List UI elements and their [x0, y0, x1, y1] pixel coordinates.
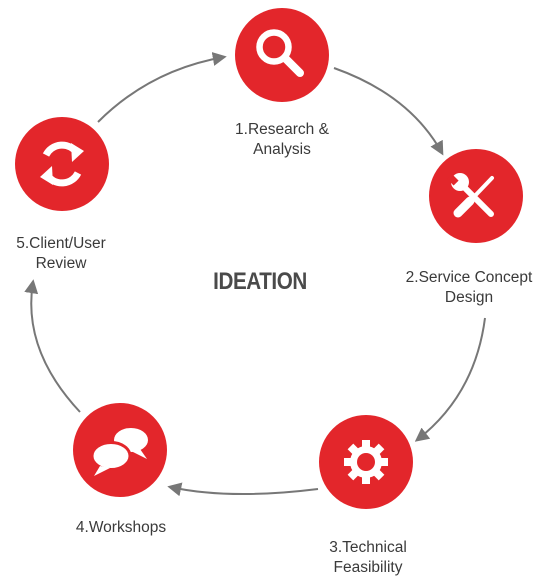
step-3-label: 3.Technical Feasibility [316, 538, 420, 578]
chat-bubbles-icon [90, 428, 148, 476]
step-4-label-line-1: 4.Workshops [75, 519, 167, 536]
step-1-label-line-1: 1.Research & [235, 121, 329, 138]
arrow-workshops-to-review [24, 279, 81, 413]
step-2-label-line-1: 2.Service Concept [405, 269, 533, 286]
arrow-feasibility-to-workshops [167, 482, 319, 497]
arrow-research-to-design [333, 67, 444, 156]
step-2-design-node [429, 149, 523, 243]
step-4-label: 4.Workshops [66, 518, 176, 538]
diagram-title: IDEATION [213, 268, 307, 295]
tools-icon [447, 173, 494, 218]
step-5-review-node [15, 117, 109, 211]
search-icon [256, 29, 304, 77]
step-2-label-line-2: Design [444, 289, 494, 306]
step-3-label-line-2: Feasibility [333, 559, 403, 576]
step-2-label: 2.Service Concept Design [396, 268, 542, 308]
step-5-label-line-1: 5.Client/User [16, 235, 106, 252]
step-1-label-line-2: Analysis [253, 141, 311, 158]
gear-icon [344, 440, 388, 484]
step-4-workshops-node [73, 403, 167, 497]
refresh-icon [40, 141, 84, 187]
step-1-research-node [235, 8, 329, 102]
arrow-design-to-feasibility [414, 317, 486, 442]
arrow-review-to-research [97, 52, 227, 123]
step-5-label-line-2: Review [35, 255, 87, 272]
step-1-label: 1.Research & Analysis [222, 120, 342, 160]
step-3-label-line-1: 3.Technical [329, 539, 407, 556]
step-5-label: 5.Client/User Review [2, 234, 120, 274]
step-3-feasibility-node [319, 415, 413, 509]
